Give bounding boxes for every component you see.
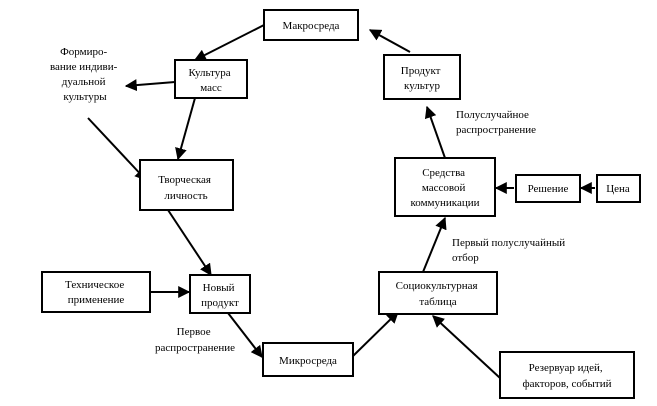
edge-mass-culture-to-creative-person [175,97,196,161]
node-label: Микросреда [279,355,337,367]
node-decision: Решение [515,174,581,203]
edge-mass-culture-to-individual-culture [124,79,176,92]
node-label: Цена [606,183,630,195]
edge-product-culture-to-macro [368,29,411,53]
note-individual-culture: Формиро- вание индиви- дуальной культуры [50,46,120,103]
node-label: Резервуар идей, факторов, событий [522,362,611,390]
note-first-spread: Первое распространение [155,326,235,354]
svg-text:Полуслучайное распростра: Полуслучайное распространение [456,109,536,136]
edge-mass-media-to-product-culture [424,105,446,159]
svg-text:Формиро- вание индиви-: Формиро- вание индиви- дуальной культуры [50,46,120,103]
edge-creative-person-to-new-product [167,209,212,277]
node-product-of-cultures: Продукт культур [383,54,461,100]
node-micro-environment: Микросреда [262,342,354,377]
node-macro-environment: Макросреда [263,9,359,41]
svg-text:Первый полуслучайный отб: Первый полуслучайный отбор [452,237,568,264]
node-label: Новый продукт [201,282,239,309]
node-label: Творческая личность [158,174,213,202]
node-label: Техническое применение [65,279,127,306]
node-mass-media: Средства массовой коммуникации [394,157,496,217]
node-label: Средства массовой коммуникации [411,167,480,209]
node-new-product: Новый продукт [189,274,251,314]
node-label: Культура масс [189,67,234,94]
node-reservoir: Резервуар идей, факторов, событий [499,351,635,399]
edge-macro-to-mass-culture [193,24,265,61]
node-label: Макросреда [283,20,340,32]
note-semi-random-spread: Полуслучайное распространение [456,109,536,136]
edge-socio-table-to-mass-media [422,216,447,273]
note-first-semi-random-selection: Первый полуслучайный отбор [452,237,568,264]
node-label: Социокультурная таблица [396,280,481,308]
svg-text:Первое распространение: Первое распространение [155,326,235,354]
node-sociocultural-table: Социокультурная таблица [378,271,498,315]
node-label: Продукт культур [401,65,443,92]
edge-new-product-to-micro [227,312,263,358]
edge-outside-to-creative-person [87,117,147,181]
node-mass-culture: Культура масс [174,59,248,99]
node-technical-application: Техническое применение [41,271,151,313]
edge-reservoir-to-socio-table [432,315,501,379]
node-label: Решение [528,183,569,195]
node-price: Цена [596,174,641,203]
edges [87,24,595,379]
edge-micro-to-socio-table [351,311,399,358]
node-creative-person: Творческая личность [139,159,234,211]
